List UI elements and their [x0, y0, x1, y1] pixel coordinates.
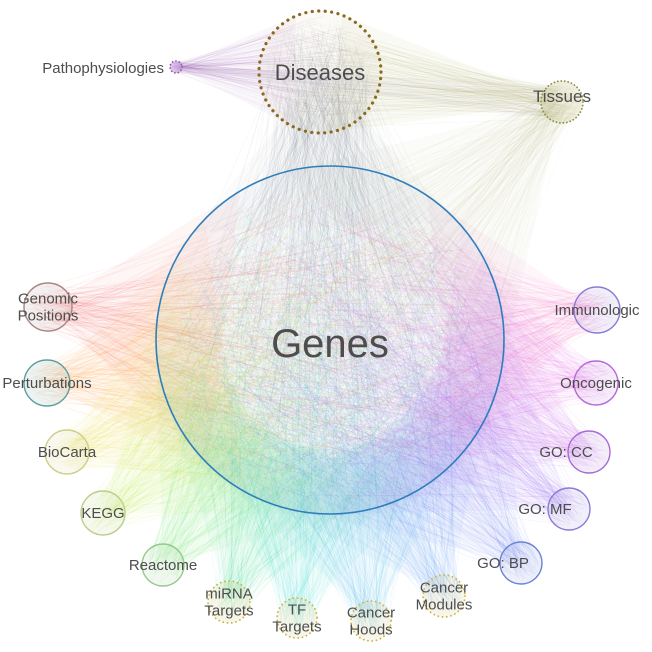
- label-genes: Genes: [271, 322, 389, 366]
- node-cancer-hoods[interactable]: [350, 600, 392, 642]
- node-oncogenic[interactable]: [573, 360, 619, 406]
- edge-bundles: [26, 15, 616, 636]
- node-genes[interactable]: [155, 165, 505, 515]
- node-labels: Genes Diseases PathophysiologiesTissuesGen…: [2, 60, 640, 639]
- node-cancer-modules[interactable]: [422, 574, 466, 618]
- label-reactome: Reactome: [129, 557, 197, 574]
- label-go-bp: GO: BP: [477, 555, 529, 572]
- label-tissues: Tissues: [533, 87, 591, 106]
- label-biocarta: BioCarta: [38, 444, 97, 461]
- node-go-bp[interactable]: [499, 541, 543, 585]
- node-perturbations[interactable]: [23, 359, 71, 407]
- label-go-cc: GO: CC: [539, 444, 593, 461]
- node-genomic-positions[interactable]: [23, 282, 73, 332]
- node-pathophysiologies[interactable]: [169, 60, 183, 74]
- label-go-mf: GO: MF: [518, 501, 571, 518]
- label-immunologic: Immunologic: [554, 302, 640, 319]
- node-go-cc[interactable]: [567, 430, 611, 474]
- node-diseases[interactable]: [257, 9, 383, 135]
- node-tf-targets[interactable]: [276, 597, 318, 639]
- node-tissues[interactable]: [540, 80, 584, 124]
- node-circles: [23, 9, 621, 642]
- label-kegg: KEGG: [81, 505, 124, 522]
- node-go-mf[interactable]: [547, 487, 591, 531]
- label-pathophysiologies: Pathophysiologies: [42, 60, 164, 77]
- label-oncogenic: Oncogenic: [560, 375, 632, 392]
- node-mirna-targets[interactable]: [207, 580, 251, 624]
- node-reactome[interactable]: [141, 543, 185, 587]
- node-immunologic[interactable]: [573, 286, 621, 334]
- label-diseases: Diseases: [275, 60, 365, 85]
- node-kegg[interactable]: [80, 490, 126, 536]
- node-biocarta[interactable]: [44, 429, 90, 475]
- label-perturbations: Perturbations: [2, 375, 91, 392]
